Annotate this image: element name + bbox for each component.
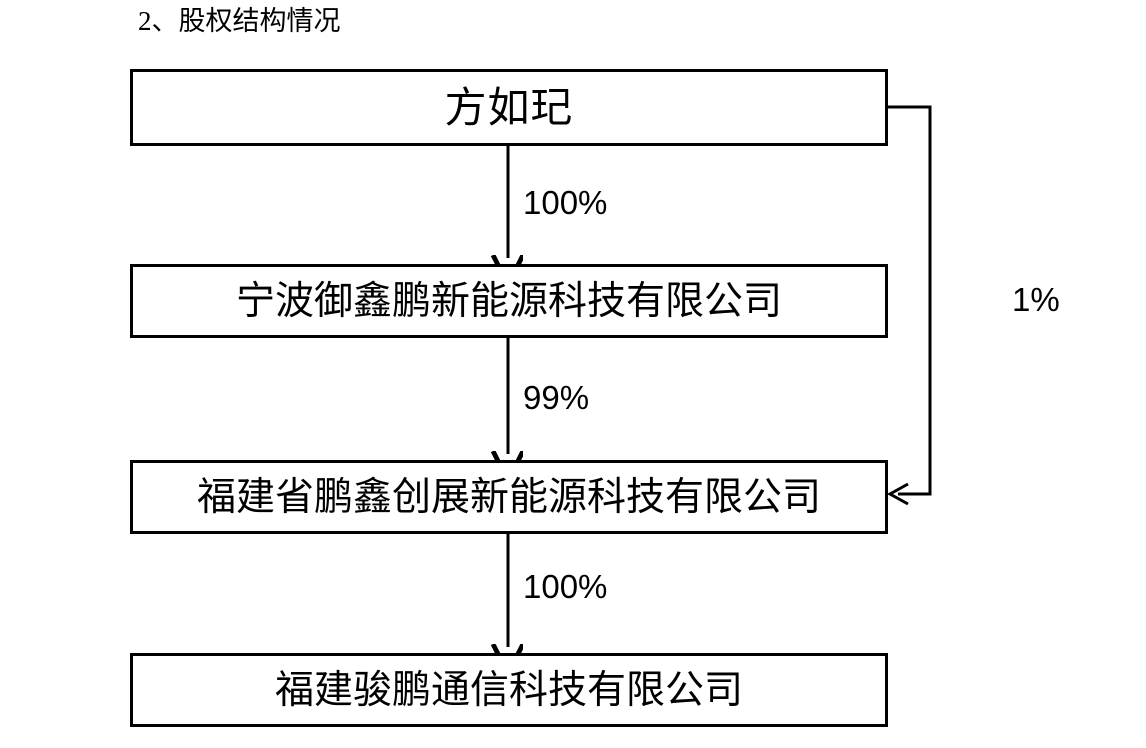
node-person[interactable]: 方如玘 [130,69,888,146]
node-ningbo-label: 宁波御鑫鹏新能源科技有限公司 [235,279,782,323]
node-person-label: 方如玘 [444,83,574,131]
edge-label-person-to-fujian-pengxin: 1% [1012,281,1060,318]
node-fujian-pengxin-label: 福建省鹏鑫创展新能源科技有限公司 [196,475,821,519]
edge-person-to-fujian-pengxin [886,105,932,506]
node-fujian-junpeng-label: 福建骏鹏通信科技有限公司 [274,668,743,712]
edge-label-ningbo-to-fujian-pengxin: 99% [523,379,590,416]
page-title: 2、股权结构情况 [138,6,341,36]
node-ningbo[interactable]: 宁波御鑫鹏新能源科技有限公司 [130,264,888,338]
edge-label-person-to-ningbo: 100% [523,184,608,221]
node-fujian-pengxin[interactable]: 福建省鹏鑫创展新能源科技有限公司 [130,460,888,534]
edge-label-fujian-pengxin-to-fujian-junpeng: 100% [523,568,608,605]
node-fujian-junpeng[interactable]: 福建骏鹏通信科技有限公司 [130,653,888,727]
